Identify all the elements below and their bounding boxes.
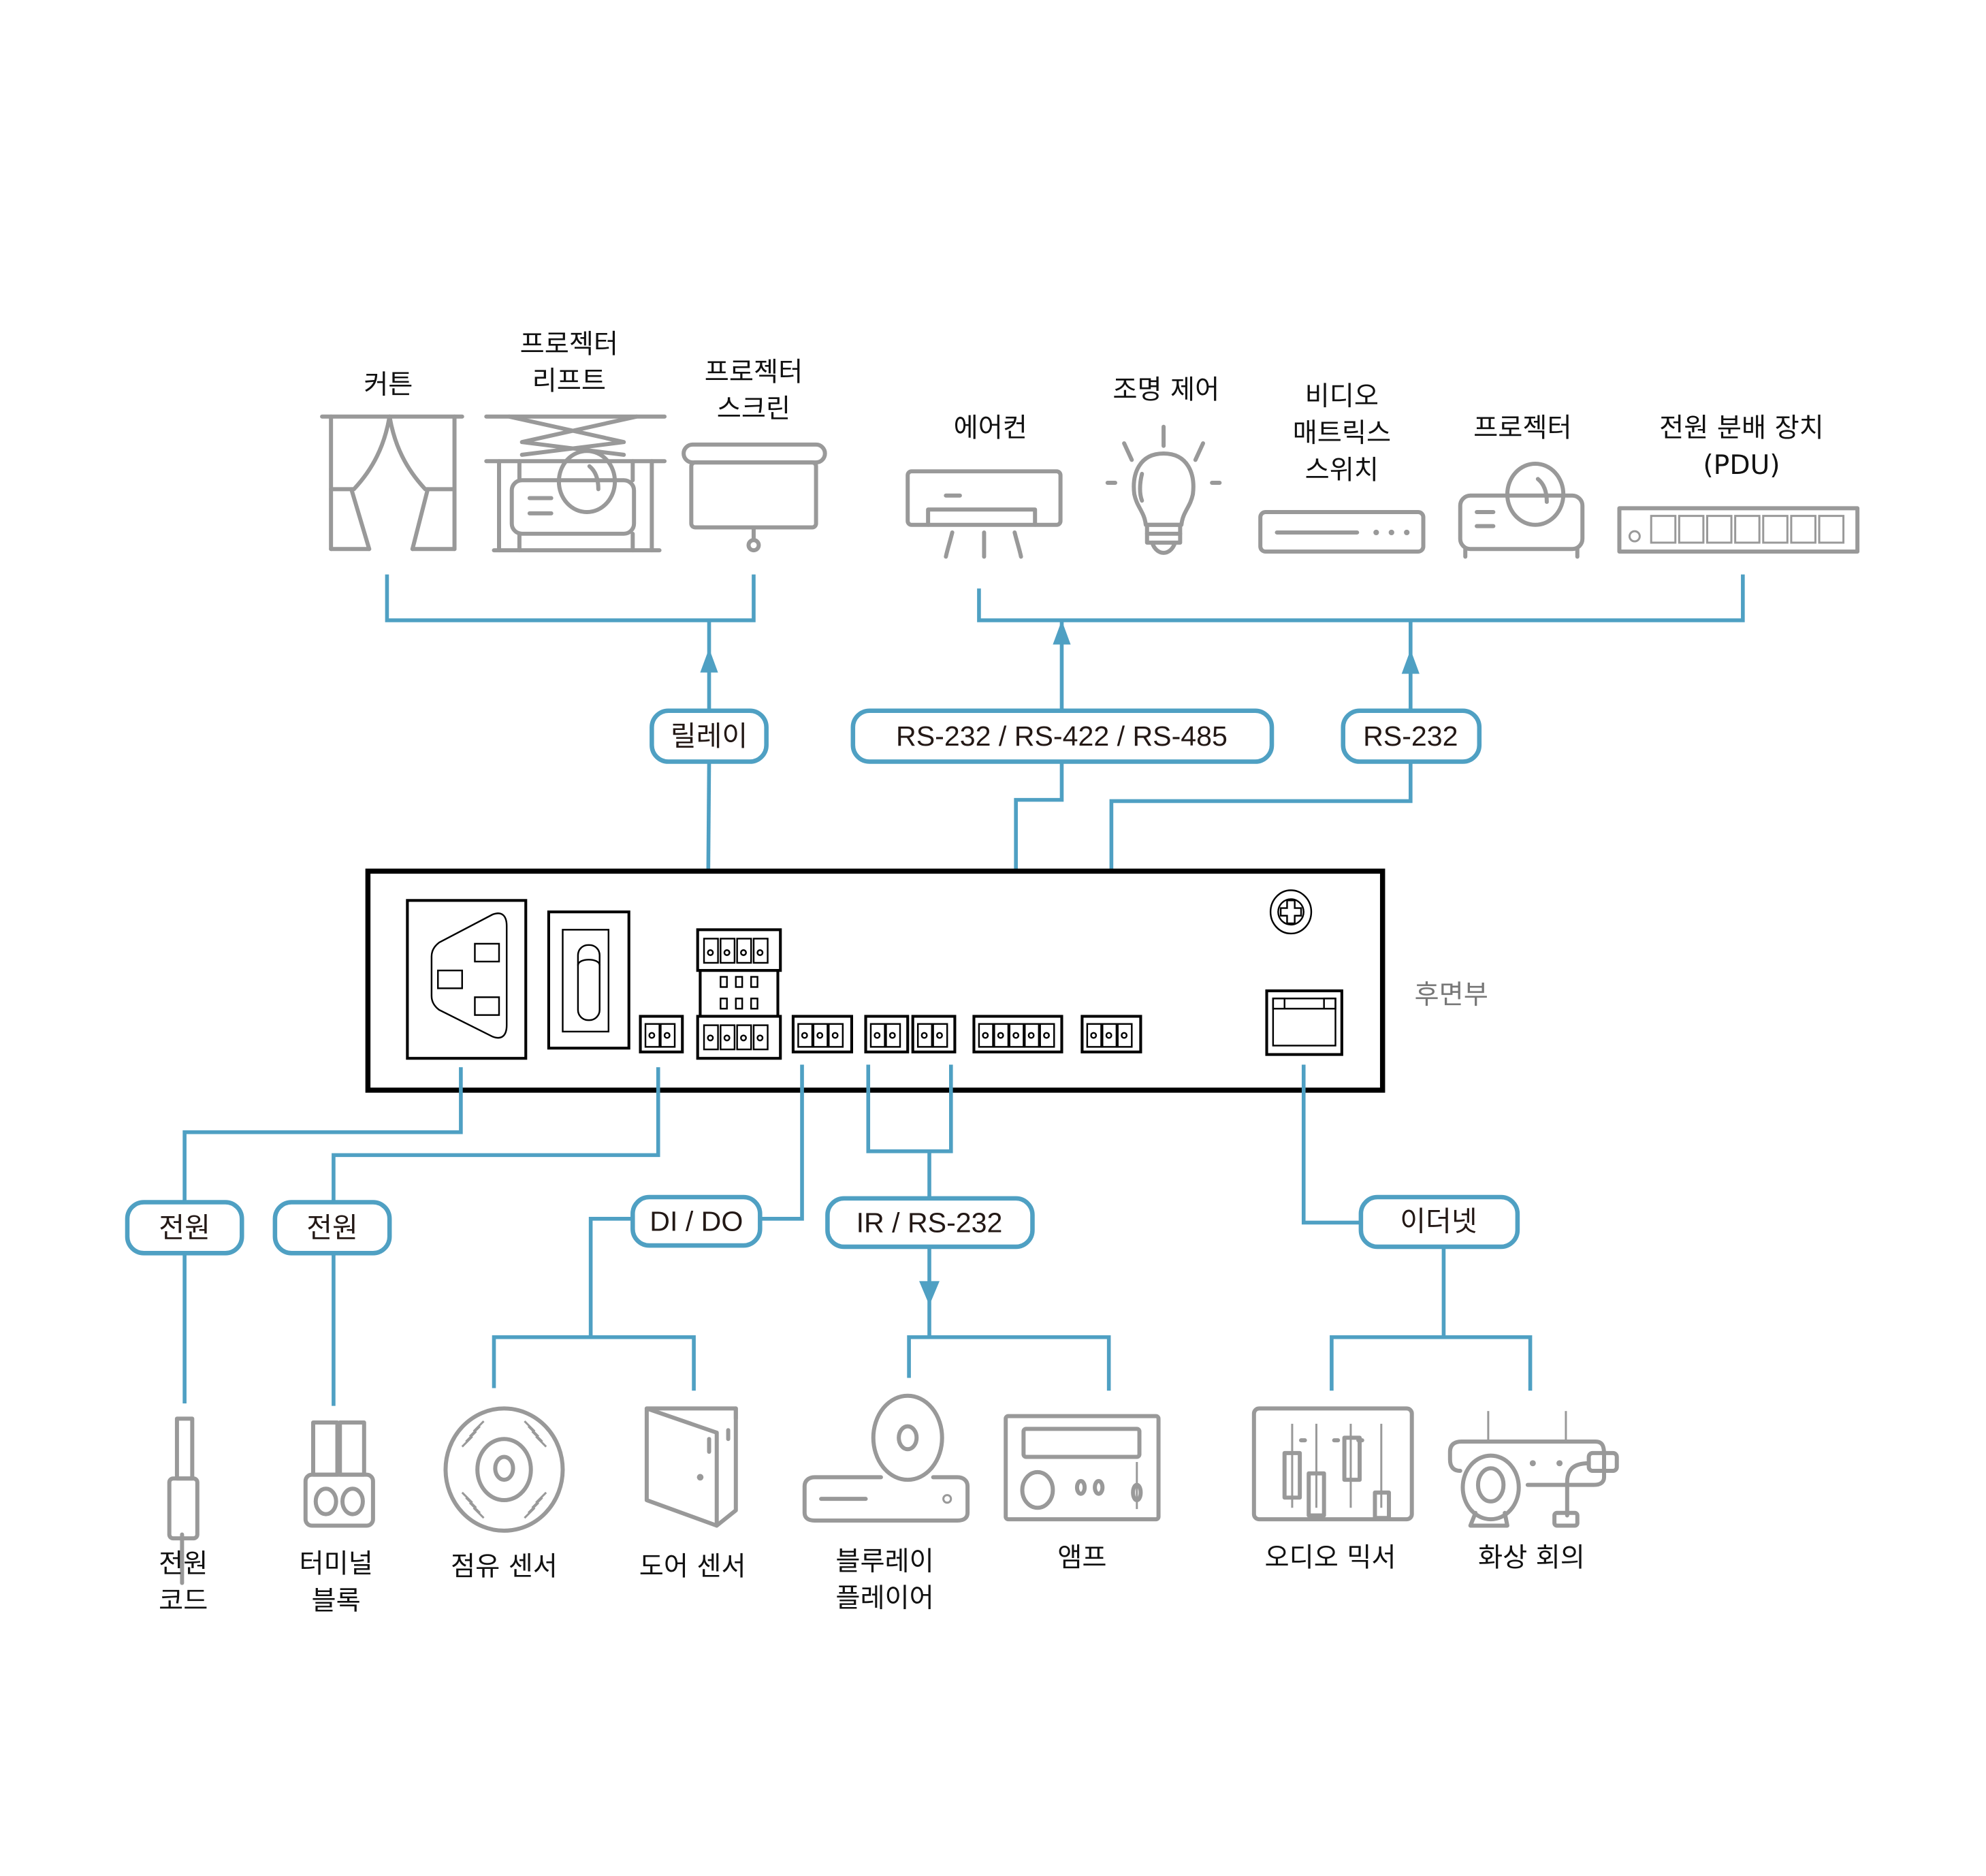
power-cord-icon xyxy=(167,1416,199,1585)
projector-screen-icon xyxy=(682,442,827,553)
air-conditioner-icon xyxy=(906,469,1063,559)
serial-multi-pill: RS-232 / RS-422 / RS-485 xyxy=(850,708,1275,764)
power-inlet xyxy=(406,899,528,1060)
ethernet-port xyxy=(1265,989,1343,1056)
power-label-2: 전원 xyxy=(306,1212,358,1243)
relay-bottom-pins xyxy=(703,1024,769,1051)
bottom-wiring xyxy=(182,1064,1533,1406)
ground-screw-icon xyxy=(1269,889,1313,935)
projector-lift-icon xyxy=(484,414,667,553)
relay-pill: 릴레이 xyxy=(650,708,769,764)
occupancy-sensor-icon xyxy=(443,1406,565,1533)
rear-panel-label: 후면부 xyxy=(1414,980,1488,1011)
air-conditioner-label: 에어컨 xyxy=(954,413,1027,444)
video-conference-icon xyxy=(1447,1411,1619,1528)
pdu-label-line1: 전원 분배 장치 xyxy=(1659,413,1824,444)
bluray-player-icon xyxy=(802,1393,970,1523)
ir-terminal-2 xyxy=(911,1015,957,1053)
power-switch xyxy=(547,910,630,1050)
light-bulb-icon xyxy=(1105,424,1222,555)
bluray-player-label-line2: 플레이어 xyxy=(835,1583,933,1614)
door-sensor-label: 도어 센서 xyxy=(639,1551,746,1582)
power-pill-1: 전원 xyxy=(125,1200,244,1256)
relay-arrow-up xyxy=(700,648,718,673)
bottom-device-labels: 전원 코드 터미널 블록 점유 센서 도어 센서 블루레이 플레이어 앰프 오디… xyxy=(159,1542,1585,1617)
serial-arrow-up xyxy=(1053,620,1071,645)
audio-mixer-icon xyxy=(1251,1406,1414,1522)
video-conference-label: 화상 회의 xyxy=(1478,1542,1585,1573)
power-label-1: 전원 xyxy=(159,1212,210,1243)
matrix-switch-icon xyxy=(1258,510,1426,554)
power-pill-2: 전원 xyxy=(272,1200,392,1256)
power-cord-label-line2: 코드 xyxy=(159,1586,208,1617)
amplifier-icon xyxy=(1004,1414,1161,1522)
rs232-terminal xyxy=(1080,1015,1142,1053)
relay-label: 릴레이 xyxy=(671,720,748,752)
curtain-icon xyxy=(320,414,464,552)
amplifier-label: 앰프 xyxy=(1057,1542,1106,1573)
terminal-block-label-line1: 터미널 xyxy=(299,1549,372,1580)
serial-multi-label: RS-232 / RS-422 / RS-485 xyxy=(896,720,1228,752)
rs232-top-label: RS-232 xyxy=(1363,720,1458,752)
audio-mixer-label: 오디오 믹서 xyxy=(1265,1542,1396,1573)
ethernet-label: 이더넷 xyxy=(1400,1206,1477,1237)
pdu-icon xyxy=(1617,506,1860,554)
occupancy-sensor-label: 점유 센서 xyxy=(451,1551,558,1582)
rs232-top-pill: RS-232 xyxy=(1341,708,1482,764)
projector-icon xyxy=(1458,461,1585,559)
di-do-label: DI / DO xyxy=(650,1206,743,1237)
di-do-terminal xyxy=(791,1015,854,1053)
curtain-label: 커튼 xyxy=(364,370,413,400)
projector-lift-label-line2: 리프트 xyxy=(532,366,606,397)
ir-arrow-down xyxy=(919,1281,940,1305)
matrix-switch-label-line2: 매트릭스 xyxy=(1293,418,1391,449)
top-device-labels: 커튼 프로젝터 리프트 프로젝터 스크린 에어컨 조명 제어 비디오 매트릭스 … xyxy=(364,329,1824,486)
ir-rs232-pill: IR / RS-232 xyxy=(825,1196,1035,1250)
power-terminal xyxy=(639,1015,684,1053)
terminal-block-label-line2: 블록 xyxy=(312,1586,361,1617)
ethernet-pill: 이더넷 xyxy=(1358,1194,1520,1250)
relay-top-pins xyxy=(703,938,769,964)
relay-terminals xyxy=(696,928,782,1060)
ir-terminal-1 xyxy=(864,1015,910,1053)
projector-screen-label-line2: 스크린 xyxy=(717,394,790,425)
device-rear-panel xyxy=(365,868,1386,1093)
matrix-switch-label-line3: 스위치 xyxy=(1305,455,1379,486)
lighting-control-label: 조명 제어 xyxy=(1112,375,1219,406)
di-do-pill: DI / DO xyxy=(630,1194,763,1248)
pdu-label-line2: (PDU) xyxy=(1703,450,1780,481)
bluray-player-label-line1: 블루레이 xyxy=(835,1546,933,1577)
matrix-switch-label-line1: 비디오 xyxy=(1305,381,1379,412)
power-cord-label-line1: 전원 xyxy=(159,1549,208,1580)
terminal-block-icon xyxy=(303,1420,375,1528)
projector-screen-label-line1: 프로젝터 xyxy=(705,357,803,387)
door-sensor-icon xyxy=(644,1406,738,1528)
serial-terminal xyxy=(972,1015,1063,1053)
projector-lift-label-line1: 프로젝터 xyxy=(520,329,618,360)
rs232-arrow-up xyxy=(1401,649,1420,674)
relay-middle-slots xyxy=(720,976,758,1010)
pdu-outlets xyxy=(1650,515,1845,544)
projector-label: 프로젝터 xyxy=(1473,413,1571,444)
ir-rs232-label: IR / RS-232 xyxy=(856,1207,1003,1238)
